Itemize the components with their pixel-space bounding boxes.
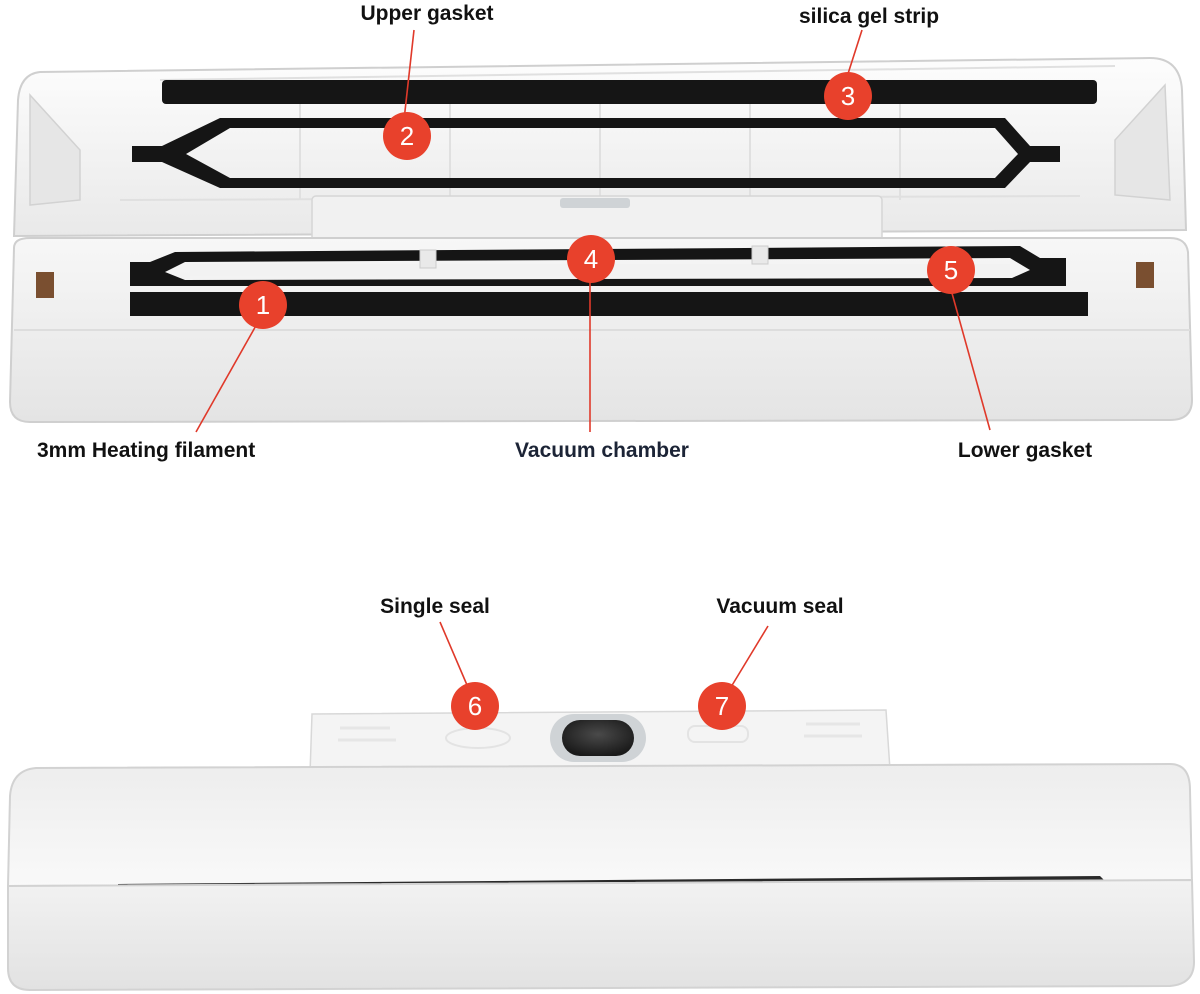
- badge-7-label: 7: [715, 691, 729, 721]
- badge-2: 2: [383, 112, 431, 160]
- badge-2-label: 2: [400, 121, 414, 151]
- badge-3: 3: [824, 72, 872, 120]
- lower-gasket: [130, 246, 1066, 286]
- label-lower-gasket: Lower gasket: [957, 439, 1093, 462]
- label-vacuum-chamber: Vacuum chamber: [515, 439, 689, 462]
- closed-body-top: [6, 762, 1194, 888]
- open-sealer-unit: [8, 56, 1194, 424]
- label-single-seal: Single seal: [380, 595, 490, 618]
- badge-3-label: 3: [841, 81, 855, 111]
- lid-right-hinge: [1114, 83, 1171, 201]
- badge-6: 6: [451, 682, 499, 730]
- leader-lines-bottom: [439, 621, 769, 693]
- label-silica-gel-strip: silica gel strip: [798, 5, 940, 28]
- badges: 1 2 3 4 5 6 7: [239, 72, 975, 730]
- heating-filament: [130, 292, 1088, 316]
- closed-body-bottom: [7, 878, 1196, 992]
- badge-7: 7: [698, 682, 746, 730]
- label-heating-filament: 3mm Heating filament: [37, 439, 256, 462]
- label-vacuum-seal: Vacuum seal: [716, 595, 844, 618]
- badge-4-label: 4: [584, 244, 598, 274]
- badge-5-label: 5: [944, 255, 958, 285]
- badge-1-label: 1: [256, 290, 270, 320]
- badge-4: 4: [567, 235, 615, 283]
- left-slot: [36, 272, 54, 298]
- label-upper-gasket: Upper gasket: [360, 2, 494, 25]
- upper-gasket: [132, 118, 1060, 188]
- badge-1: 1: [239, 281, 287, 329]
- closed-sealer-unit: [6, 709, 1196, 992]
- silica-gel-strip: [162, 80, 1097, 104]
- right-slot: [1136, 262, 1154, 288]
- leader-lines-top: [195, 29, 991, 433]
- lid-left-hinge: [29, 93, 81, 206]
- badge-6-label: 6: [468, 691, 482, 721]
- badge-5: 5: [927, 246, 975, 294]
